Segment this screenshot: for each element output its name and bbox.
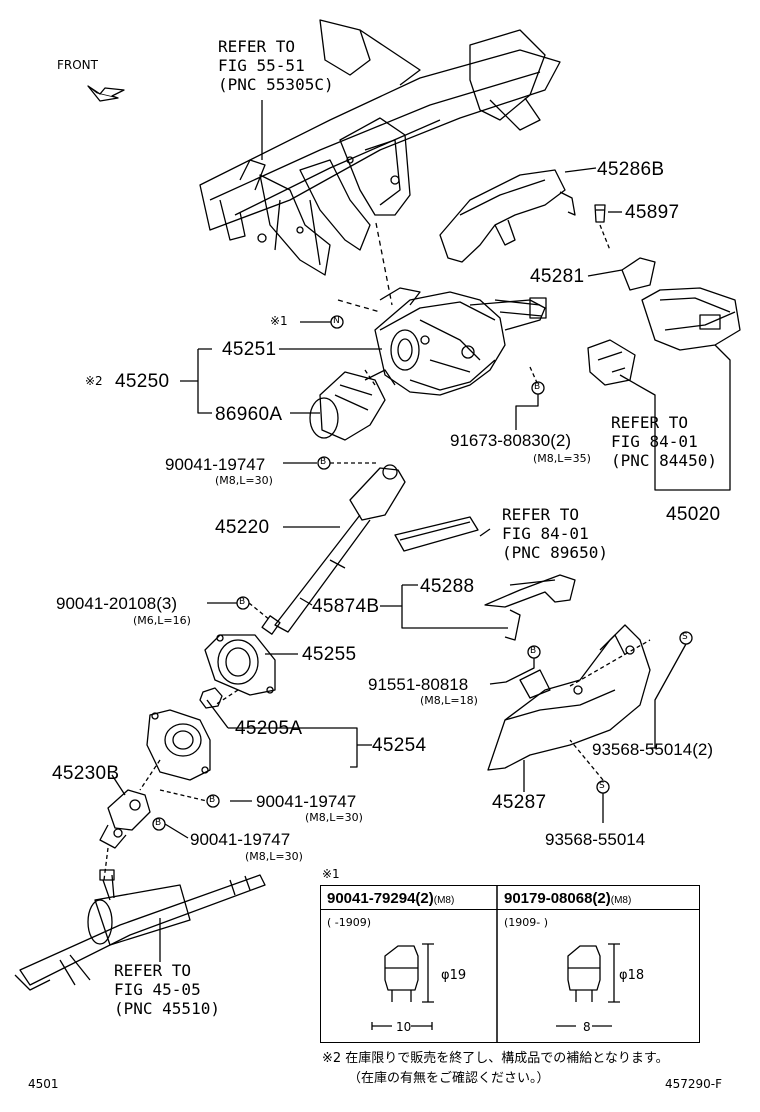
ref-fig84b-line3: (PNC 89650) xyxy=(502,543,608,562)
instrument-panel-reinforcement xyxy=(199,19,561,276)
ref-fig55-line2: FIG 55-51 xyxy=(218,56,305,75)
steering-column-assembly xyxy=(374,287,547,396)
part-45897: 45897 xyxy=(625,202,680,223)
page-code: 4501 xyxy=(28,1077,59,1091)
universal-joint-45230B xyxy=(99,789,151,849)
marker-B-1: B xyxy=(534,382,541,392)
bolt-spec-len-2: 8 xyxy=(583,1020,591,1034)
column-cover-lower xyxy=(487,624,651,771)
note2-marker: ※2 xyxy=(85,374,103,388)
front-arrow-icon xyxy=(87,85,125,102)
bolt-spec-dia-2: φ18 xyxy=(619,968,645,983)
bolt-spec-col-1: 90041-79294(2)(M8) ( -1909) φ19 10 xyxy=(321,886,498,1042)
part-91551: 91551-80818 xyxy=(368,675,469,694)
part-45255: 45255 xyxy=(302,644,357,665)
ref-fig84a-line3: (PNC 84450) xyxy=(611,451,717,470)
part-90041-19747-c: 90041-19747 xyxy=(190,830,291,849)
marker-N: N xyxy=(333,316,340,326)
marker-B-2: B xyxy=(320,457,327,467)
bolt-spec-head-2-unit: (M8) xyxy=(610,895,632,906)
figure-code: 457290-F xyxy=(665,1077,723,1091)
bolt-spec-head-1-text: 90041-79294(2) xyxy=(327,890,434,907)
part-45251: 45251 xyxy=(222,339,277,360)
marker-B-5: B xyxy=(209,795,216,805)
ref-fig84b-line2: FIG 84-01 xyxy=(502,524,589,543)
note1-marker: ※1 xyxy=(270,314,288,328)
steering-lock-parts xyxy=(621,257,741,351)
part-86960A: 86960A xyxy=(215,404,283,425)
part-90041-20108: 90041-20108(3) xyxy=(56,594,177,613)
footnote-line1: ※2 在庫限りで販売を終了し、構成品での補給となります。 xyxy=(322,1051,669,1066)
part-45230B: 45230B xyxy=(52,763,120,784)
part-45281: 45281 xyxy=(530,266,585,287)
ref-fig84a-line2: FIG 84-01 xyxy=(611,432,698,451)
bolt-spec-head-2-text: 90179-08068(2) xyxy=(504,890,611,907)
bracket-89650 xyxy=(394,516,479,552)
footnote-line2: （在庫の有無をご確認ください。） xyxy=(348,1071,550,1086)
ref-fig45: REFER TO FIG 45-05 (PNC 45510) xyxy=(114,961,220,1018)
ref-fig55: REFER TO FIG 55-51 (PNC 55305C) xyxy=(218,37,334,94)
part-45250: 45250 xyxy=(115,371,170,392)
bracket-45288 xyxy=(484,574,576,641)
ref-fig45-line1: REFER TO xyxy=(114,961,192,980)
part-90041-20108-spec: (M6,L=16) xyxy=(133,614,191,627)
part-45286B: 45286B xyxy=(597,159,665,180)
ref-fig84a: REFER TO FIG 84-01 (PNC 84450) xyxy=(611,413,717,470)
part-45287: 45287 xyxy=(492,792,547,813)
part-90041-19747-b: 90041-19747 xyxy=(256,792,357,811)
part-90041-19747-a: 90041-19747 xyxy=(165,455,266,474)
part-90041-19747-c-spec: (M8,L=30) xyxy=(245,850,303,863)
cover-45254 xyxy=(146,709,211,781)
bolt-drawing-2 xyxy=(556,943,620,1027)
ref-fig55-line3: (PNC 55305C) xyxy=(218,75,334,94)
boot-45255 xyxy=(204,634,276,696)
table-note-marker: ※1 xyxy=(322,867,340,881)
clip-45897 xyxy=(594,204,606,223)
ref-fig84b-line1: REFER TO xyxy=(502,505,580,524)
bolt-spec-col-2: 90179-08068(2)(M8) (1909- ) φ18 8 xyxy=(498,886,699,1042)
ref-fig84a-line1: REFER TO xyxy=(611,413,689,432)
bolt-spec-dia-1: φ19 xyxy=(441,968,467,983)
part-90041-19747-b-spec: (M8,L=30) xyxy=(305,811,363,824)
nut-45205A xyxy=(199,687,223,709)
part-45220: 45220 xyxy=(215,517,270,538)
ref-fig55-line1: REFER TO xyxy=(218,37,296,56)
bolt-spec-range-2: (1909- ) xyxy=(504,916,549,929)
ref-fig84b: REFER TO FIG 84-01 (PNC 89650) xyxy=(502,505,608,562)
part-45020: 45020 xyxy=(666,504,721,525)
ignition-switch xyxy=(587,339,636,386)
bolt-spec-len-1: 10 xyxy=(396,1020,412,1034)
marker-B-6: B xyxy=(155,818,162,828)
column-cover-upper xyxy=(439,169,576,263)
part-90041-19747-a-spec: (M8,L=30) xyxy=(215,474,273,487)
part-45254: 45254 xyxy=(372,735,427,756)
leader-lines xyxy=(111,100,687,962)
part-45288: 45288 xyxy=(420,576,475,597)
intermediate-shaft xyxy=(261,464,406,635)
bolt-spec-head-1-unit: (M8) xyxy=(433,895,455,906)
part-45205A: 45205A xyxy=(235,718,303,739)
marker-B-4: B xyxy=(530,646,537,656)
ref-fig45-line2: FIG 45-05 xyxy=(114,980,201,999)
part-91673-spec: (M8,L=35) xyxy=(533,452,591,465)
front-label: FRONT xyxy=(57,58,98,72)
bolt-spec-head-1: 90041-79294(2)(M8) xyxy=(321,886,498,910)
part-45874B: 45874B xyxy=(312,596,380,617)
bolt-spec-head-2: 90179-08068(2)(M8) xyxy=(498,886,699,910)
part-93568-55014-2: 93568-55014(2) xyxy=(592,740,713,759)
part-93568-55014: 93568-55014 xyxy=(545,830,646,849)
bolt-spec-range-1: ( -1909) xyxy=(327,916,372,929)
bolt-drawing-1 xyxy=(371,943,434,1030)
steering-gear-assembly xyxy=(14,869,266,991)
bolt-spec-table: 90041-79294(2)(M8) ( -1909) φ19 10 90179… xyxy=(320,885,700,1043)
marker-S-1: S xyxy=(682,632,688,642)
marker-B-3: B xyxy=(239,597,246,607)
ref-fig45-line3: (PNC 45510) xyxy=(114,999,220,1018)
marker-S-2: S xyxy=(599,781,605,791)
part-91673: 91673-80830(2) xyxy=(450,431,571,450)
power-steering-motor xyxy=(309,369,396,441)
part-91551-spec: (M8,L=18) xyxy=(420,694,478,707)
